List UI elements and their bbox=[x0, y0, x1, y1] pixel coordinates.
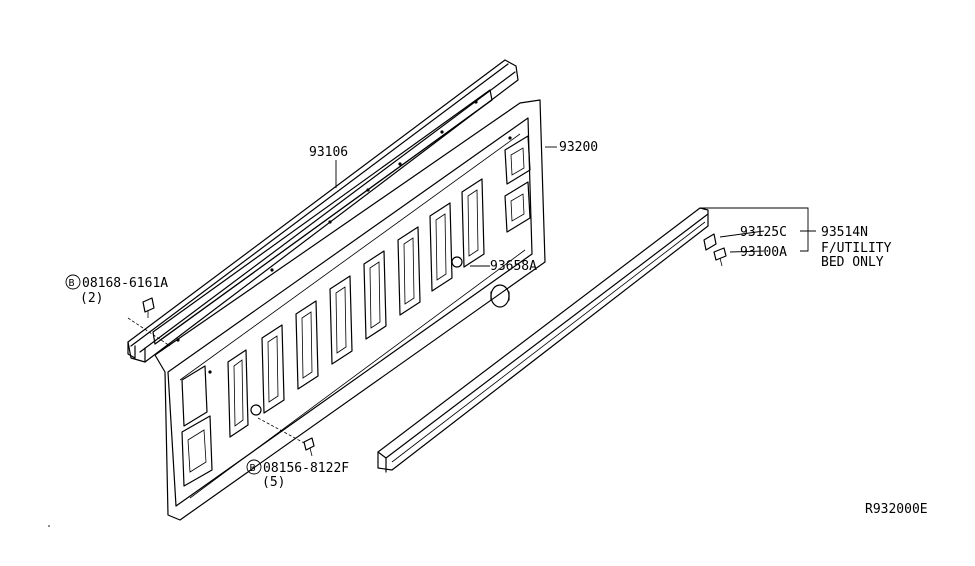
label-93200: 93200 bbox=[559, 140, 598, 155]
diagram-reference: R932000E bbox=[865, 502, 928, 517]
tailgate-panel-93200 bbox=[154, 99, 546, 521]
bolt-code-2: 08156-8122F bbox=[263, 461, 349, 476]
bolt-symbol-1-letter: B bbox=[69, 278, 75, 289]
leader-93125C bbox=[719, 230, 765, 238]
bolt-qty-2: (5) bbox=[262, 475, 285, 490]
note-line-1: F/UTILITY bbox=[821, 241, 892, 256]
bolt-callout-2: B 08156-8122F (5) bbox=[246, 459, 349, 490]
bolt-08168-6161A bbox=[127, 297, 171, 347]
label-93658A: 93658A bbox=[490, 259, 537, 274]
label-93100A: 93100A bbox=[740, 245, 787, 260]
bolt-qty-1: (2) bbox=[80, 291, 103, 306]
clip-93125C bbox=[703, 233, 717, 251]
bolt-callout-1: B 08168-6161A (2) bbox=[65, 274, 168, 306]
note-line-2: BED ONLY bbox=[821, 255, 884, 270]
leader-93100A bbox=[729, 250, 765, 253]
leader-93514N-bracket bbox=[800, 230, 816, 252]
bolt-08156-8122F bbox=[257, 417, 315, 457]
bolt-code-1: 08168-6161A bbox=[82, 276, 168, 291]
label-93514N: 93514N bbox=[821, 225, 868, 240]
bolt-symbol-2-letter: B bbox=[250, 463, 256, 474]
label-93125C: 93125C bbox=[740, 225, 787, 240]
panel-windows bbox=[227, 178, 485, 438]
plug-93658A bbox=[490, 284, 510, 308]
leader-93514N bbox=[700, 207, 809, 231]
bolt-symbol-2 bbox=[246, 459, 262, 475]
label-93106: 93106 bbox=[309, 145, 348, 160]
screw-93100A bbox=[713, 247, 727, 267]
protector-strip-93514N bbox=[377, 207, 709, 473]
top-rail-93106 bbox=[127, 59, 519, 363]
bolt-symbol-1 bbox=[65, 274, 81, 290]
